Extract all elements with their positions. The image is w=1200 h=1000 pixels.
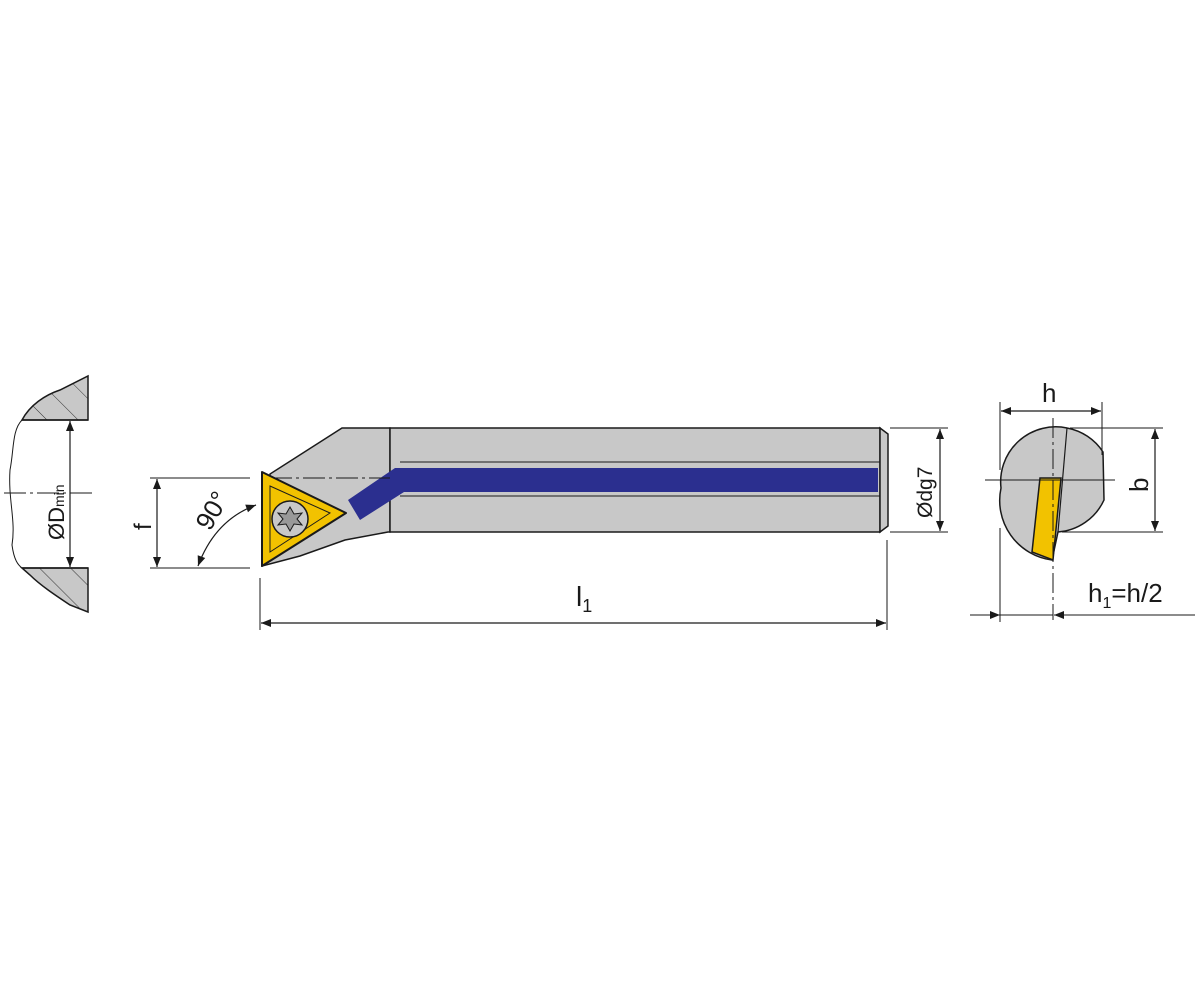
dg7-label: Ødg7: [914, 467, 937, 518]
coolant-channel: [348, 468, 878, 520]
torx-icon: [276, 505, 304, 533]
shank-chamfer: [879, 426, 889, 534]
l1-label: l1: [576, 581, 592, 616]
b-label: b: [1124, 478, 1154, 492]
tool-side-view: f 90° l1 Ødg7: [130, 426, 948, 630]
h1-label: h1=h/2: [1088, 578, 1163, 612]
workpiece-top-hatch: [20, 374, 89, 421]
workpiece-break-line: [9, 419, 23, 569]
tool-end-view: h b h1=h/2: [970, 378, 1195, 622]
angle-arc: [197, 504, 257, 567]
dmin-label: ØDmin: [44, 484, 69, 540]
workpiece-bottom-hatch: [20, 567, 89, 614]
f-label: f: [130, 523, 157, 530]
workpiece-section: ØDmin: [4, 374, 95, 614]
angle-label: 90°: [189, 486, 235, 535]
h-label: h: [1042, 378, 1056, 408]
